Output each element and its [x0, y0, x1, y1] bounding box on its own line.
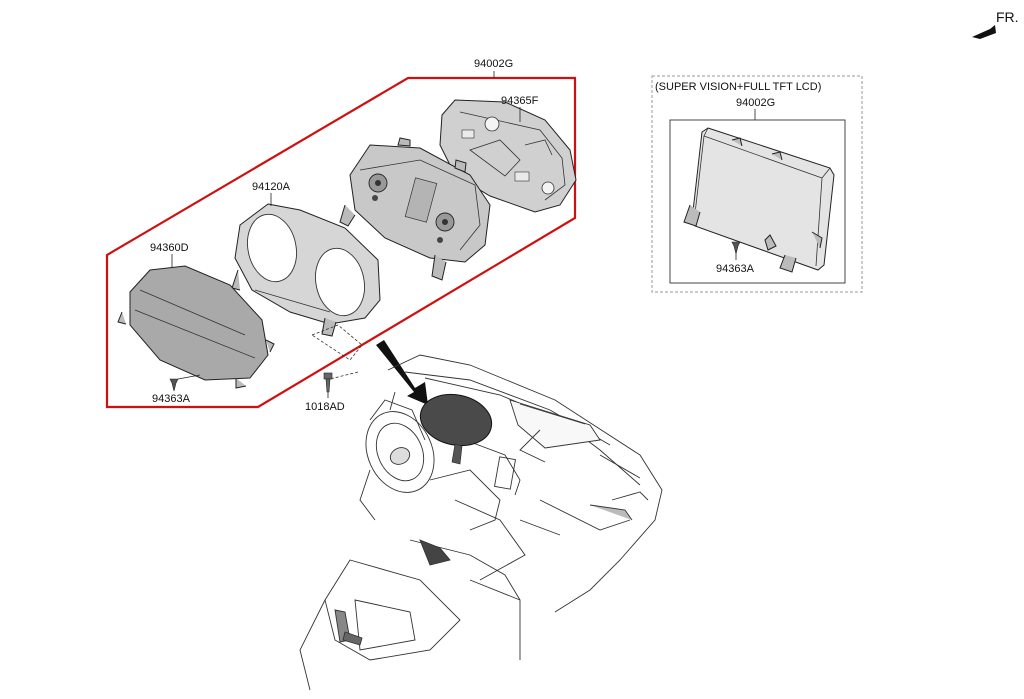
fr-arrow-icon: [972, 25, 996, 39]
fastener-part-number: 1018AD: [305, 401, 345, 413]
assembly-group: 94002G 94365F: [105, 58, 577, 409]
screw-94363A: 94363A: [152, 374, 201, 405]
glass-part-number: 94360D: [150, 242, 189, 254]
bezel-part-number: 94120A: [252, 181, 291, 193]
option-screw: [731, 241, 741, 255]
option-box: (SUPER VISION+FULL TFT LCD) 94002G 94363…: [651, 75, 863, 293]
back-case-part-number: 94365F: [501, 95, 539, 107]
assembly-part-number: 94002G: [474, 58, 513, 70]
gauge-housing: [339, 137, 491, 281]
option-box-part-number: 94002G: [736, 97, 775, 109]
fr-direction-indicator: FR.: [972, 9, 1019, 39]
tft-display-unit: [683, 127, 835, 273]
option-screw-part-number: 94363A: [716, 263, 755, 275]
dashboard-cluster-highlight: [419, 393, 493, 447]
location-arrow-icon: [376, 340, 428, 405]
screw-part-number: 94363A: [152, 393, 191, 405]
option-box-inner-frame: [669, 119, 846, 284]
option-box-title: (SUPER VISION+FULL TFT LCD): [655, 81, 821, 93]
assembly-outline: [105, 76, 577, 409]
screw-leader: [177, 374, 201, 380]
dashboard-illustration: [299, 354, 663, 691]
option-box-border: [651, 75, 863, 293]
bezel-94120A: 94120A: [231, 181, 381, 337]
dashboard-cluster-mount: [451, 443, 463, 465]
glass-94360D: 94360D: [117, 242, 275, 389]
fr-label: FR.: [996, 9, 1019, 25]
fastener-1018AD: 1018AD: [305, 324, 363, 413]
